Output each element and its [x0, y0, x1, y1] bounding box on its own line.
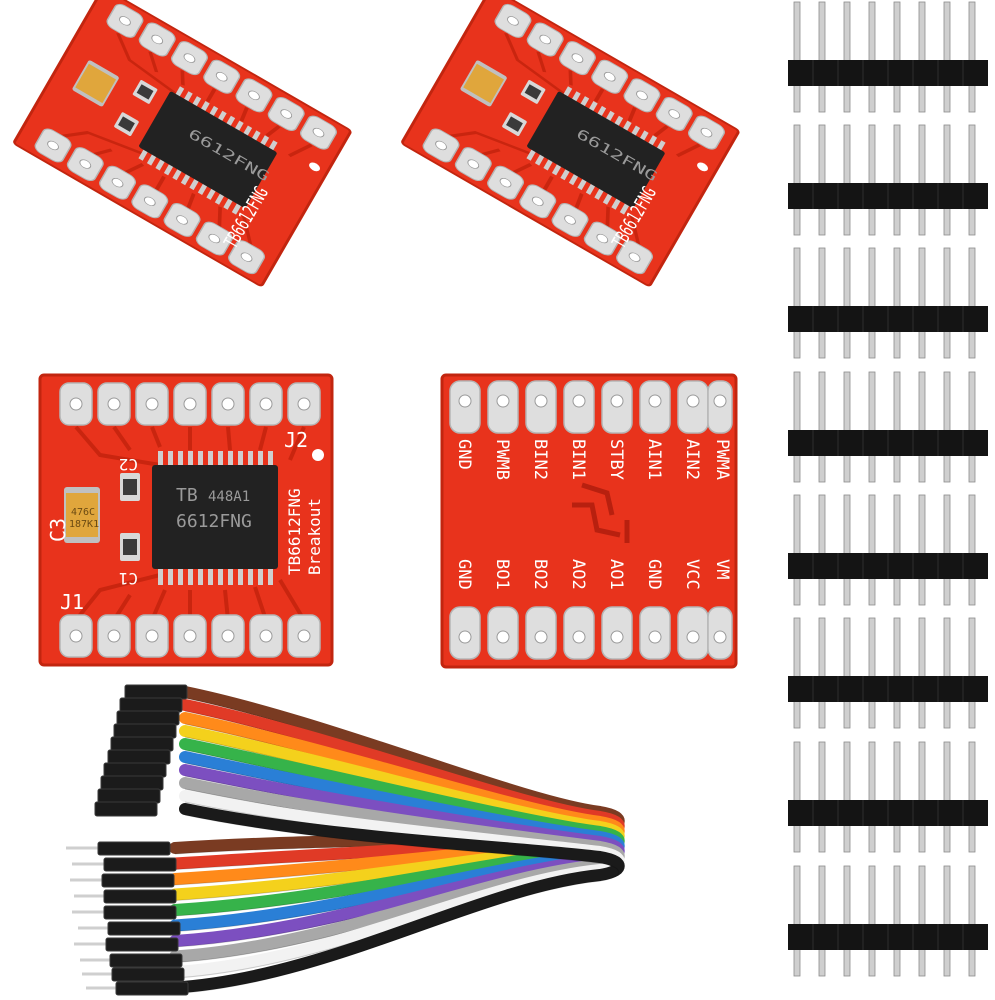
back-pin-label-top: PWMA — [712, 439, 732, 480]
board-name-label: TB6612FNG — [285, 488, 304, 575]
back-pin-label-bottom: BO2 — [530, 559, 550, 590]
pin-header-strip — [787, 741, 989, 853]
pin-header-strip — [787, 1, 989, 113]
label-j2: J2 — [284, 428, 308, 452]
back-pin-label-bottom: BO1 — [492, 559, 512, 590]
female-connectors — [94, 684, 188, 817]
cable-wire-edge — [174, 814, 620, 994]
pcb-back: GND PWMB BIN2 BIN1 STBY AIN1 AIN2 PWMA GND BO1 BO2… — [440, 373, 738, 669]
back-pin-label-bottom: AO1 — [606, 559, 626, 590]
label-c2: C2 — [119, 455, 138, 474]
pin-header-strip — [787, 494, 989, 606]
back-pin-label-top: STBY — [606, 439, 626, 480]
cap-marking-top: 476C — [71, 507, 95, 518]
pin-header-strip — [787, 617, 989, 729]
male-connectors — [66, 841, 189, 996]
back-pin-label-bottom: GND — [644, 559, 664, 590]
pin-header-strip — [787, 865, 989, 977]
back-pin-label-top: GND — [454, 439, 474, 470]
pin-header-strip — [787, 247, 989, 359]
back-pin-label-top: AIN2 — [682, 439, 702, 480]
back-pin-label-bottom: GND — [454, 559, 474, 590]
back-pin-label-top: PWMB — [492, 439, 512, 480]
breakout-label: Breakout — [305, 498, 324, 575]
pin-header-strip — [787, 371, 989, 483]
label-j1: J1 — [60, 590, 84, 614]
chip-marking-tb: TB — [176, 485, 198, 506]
pcb-front-angled-left: 6612FNG TB6612FNG — [11, 0, 354, 289]
label-c3: C3 — [46, 518, 70, 542]
pcb-front-flat: C3 C2 C1 J1 J2 TB 448A1 6612FNG 476C 187… — [38, 373, 334, 667]
pin-header-column — [787, 1, 989, 977]
chip-marking-lot: 448A1 — [208, 489, 250, 505]
back-pin-label-bottom: VCC — [682, 559, 702, 590]
label-c1: C1 — [119, 569, 138, 588]
cable-wire — [169, 803, 625, 994]
back-pin-label-top: BIN1 — [568, 439, 588, 480]
jumper-cable — [66, 684, 625, 996]
back-pin-label-top: BIN2 — [530, 439, 550, 480]
pcb-front-angled-right: 6612FNG TB6612FNG — [399, 0, 742, 289]
back-pin-label-bottom: AO2 — [568, 559, 588, 590]
back-pin-label-top: AIN1 — [644, 439, 664, 480]
pin-header-strip — [787, 124, 989, 236]
cap-marking-bottom: 187K1 — [69, 519, 99, 530]
chip-marking-part: 6612FNG — [176, 511, 252, 532]
back-pin-label-bottom: VM — [712, 559, 732, 579]
